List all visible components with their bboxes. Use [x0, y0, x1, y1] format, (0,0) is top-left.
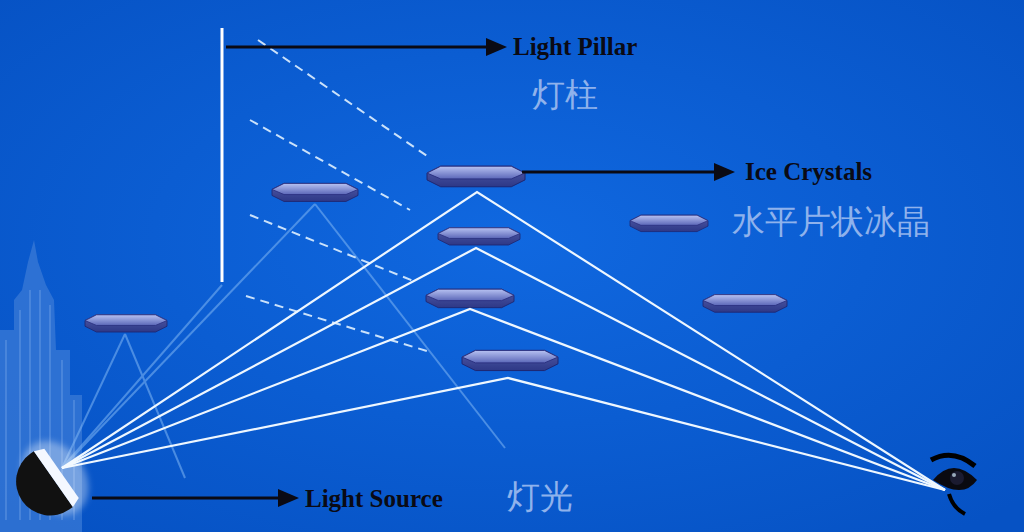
- pillar-label-zh: 灯柱: [532, 78, 598, 111]
- source-label-zh: 灯光: [507, 480, 573, 513]
- crystal-label-zh: 水平片状冰晶: [732, 205, 930, 238]
- crystal-label: Ice Crystals: [745, 159, 872, 184]
- pillar-label: Light Pillar: [513, 34, 637, 59]
- source-label: Light Source: [305, 486, 443, 511]
